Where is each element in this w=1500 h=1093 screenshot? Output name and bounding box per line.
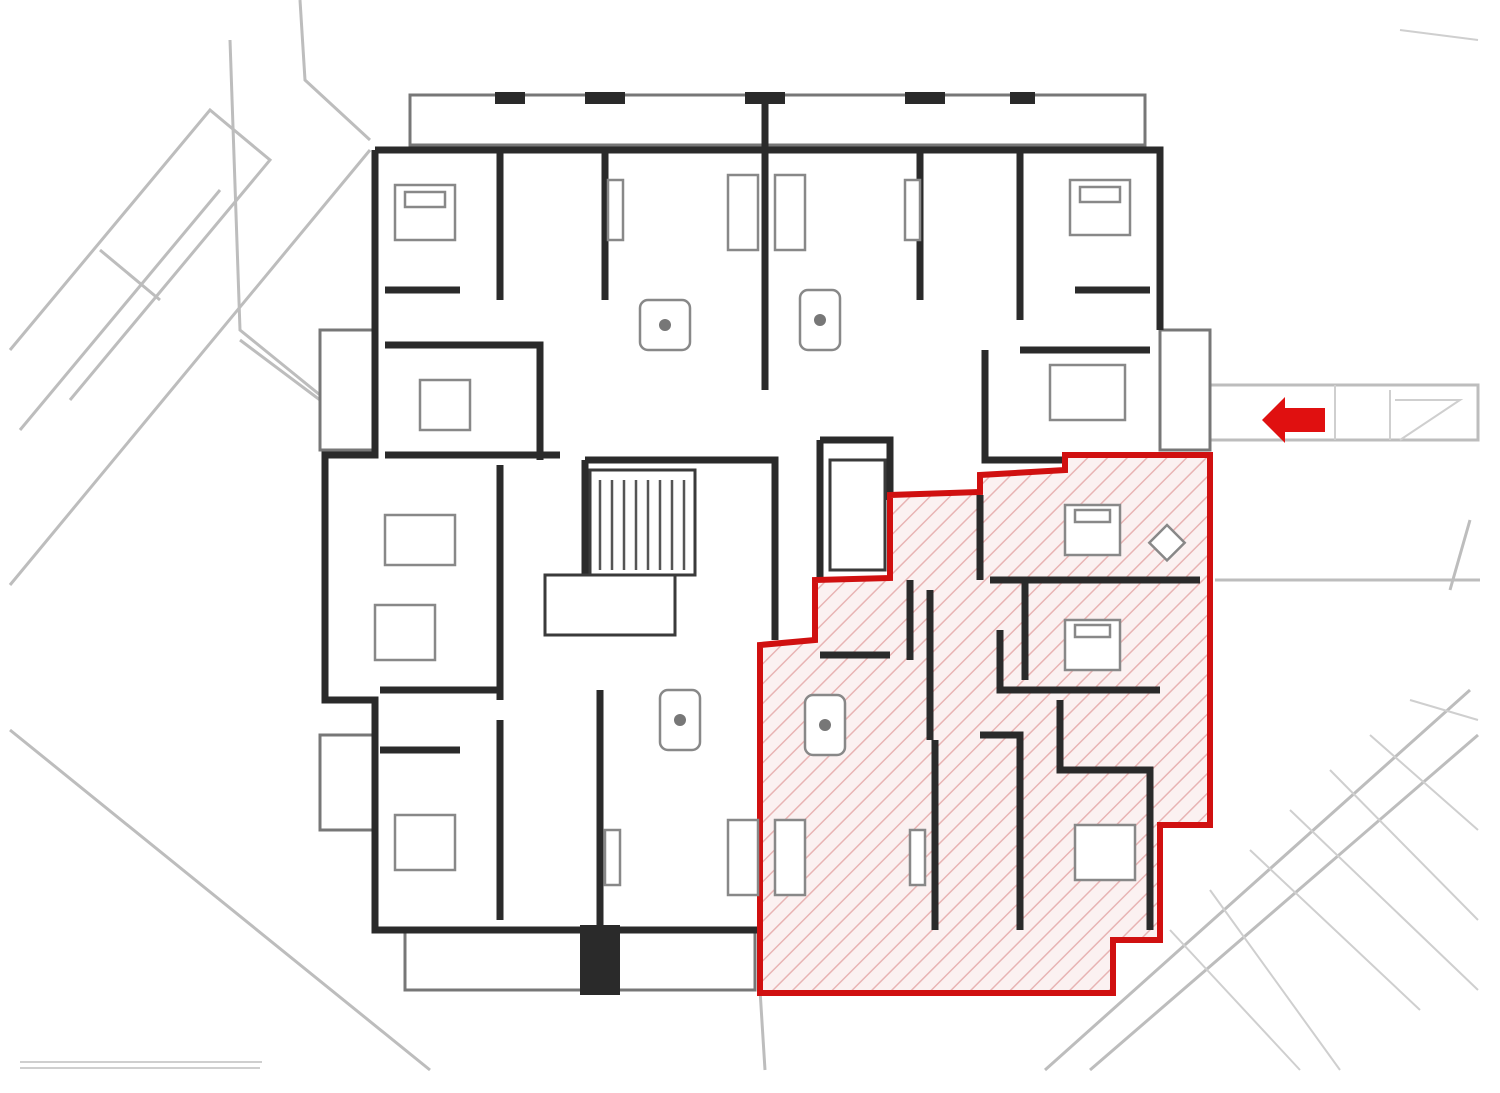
arrow-left-icon (1262, 397, 1325, 443)
apartment-interior-walls (820, 495, 1200, 930)
bed-icon (1048, 363, 1127, 422)
site-lines (8, 0, 1480, 1072)
sofa-icon (726, 818, 807, 897)
building-walls (321, 92, 1164, 995)
dining-table-icon (638, 298, 692, 352)
bed-icon (1073, 823, 1137, 882)
bed-icon (1063, 503, 1122, 557)
bed-icon (393, 183, 457, 242)
bed-icon (383, 513, 457, 567)
sofa-icon (726, 173, 807, 252)
dining-table-icon (658, 688, 702, 752)
stair-core (543, 458, 887, 637)
bed-icon (418, 378, 472, 432)
bed-icon (1063, 618, 1122, 672)
dining-table-icon (803, 693, 847, 757)
dining-table-icon (798, 288, 842, 352)
bed-icon (393, 813, 457, 872)
bed-icon (1068, 178, 1132, 237)
bed-icon (373, 603, 437, 662)
furniture (373, 173, 1187, 897)
